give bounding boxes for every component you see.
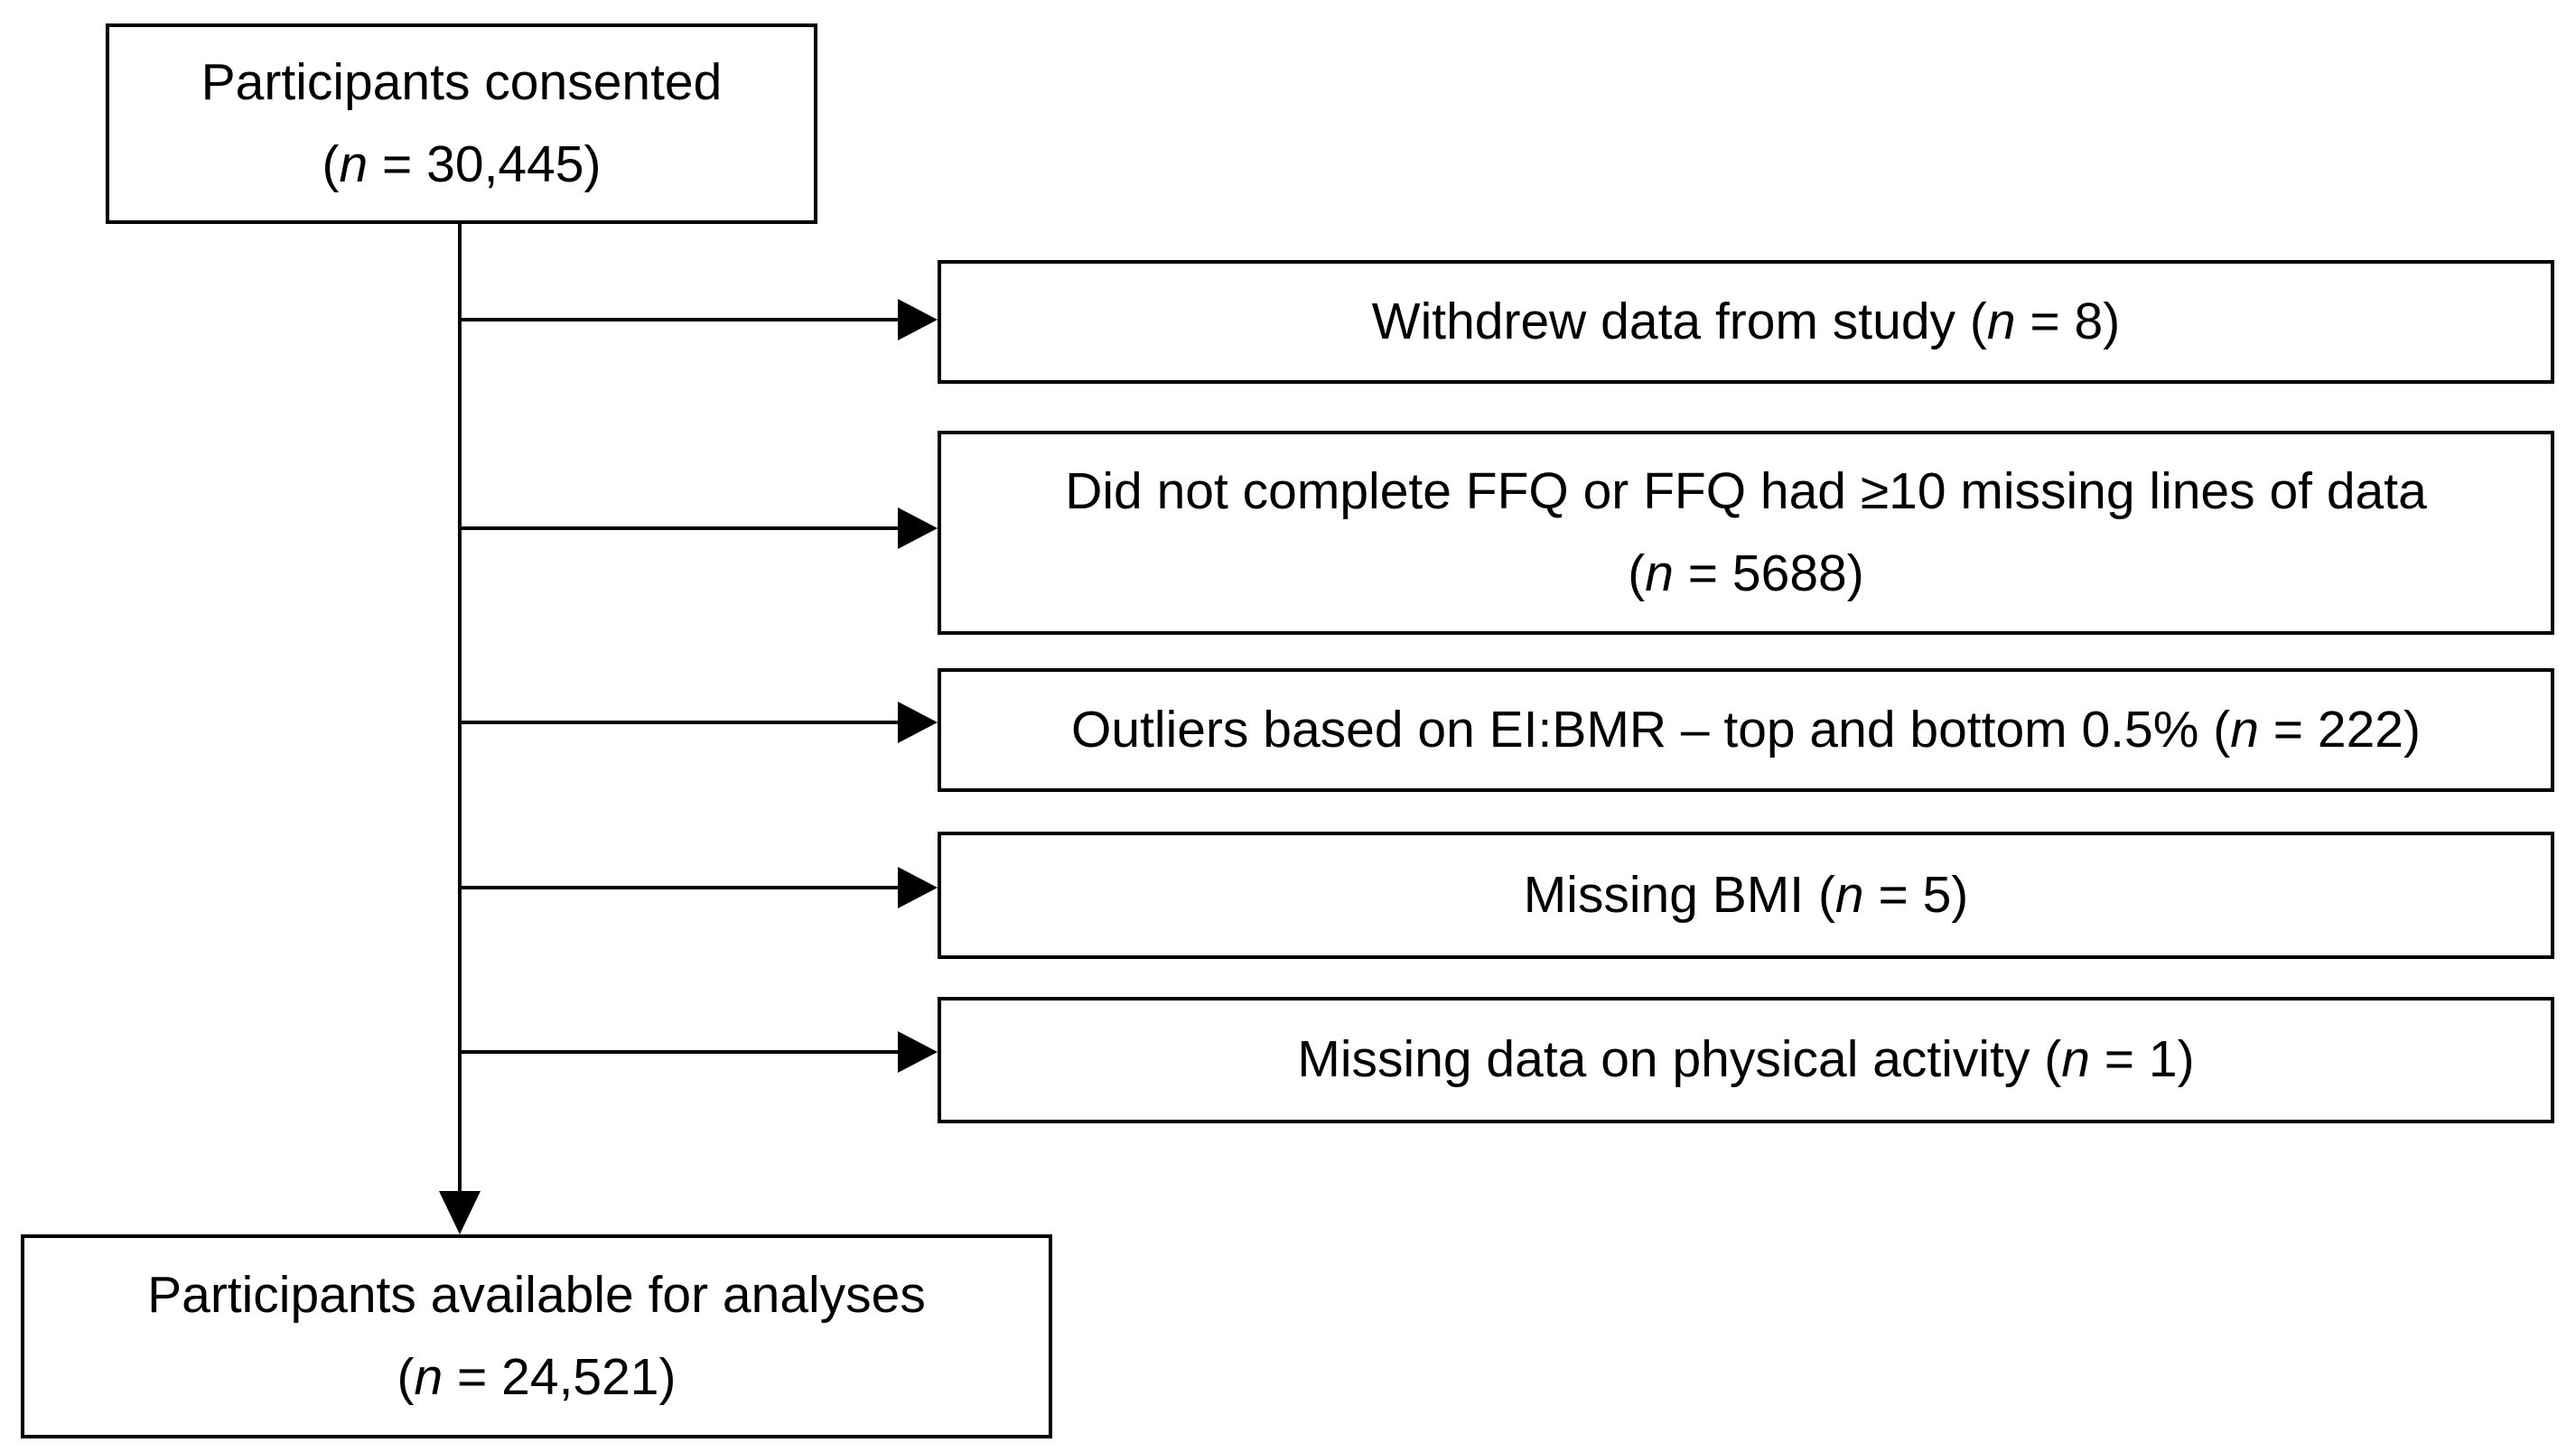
node-withdrew-data: Withdrew data from study (n = 8) bbox=[938, 260, 2554, 384]
text-after: = 5) bbox=[1863, 865, 1969, 924]
connector-vertical-line bbox=[458, 224, 462, 1192]
node-text: Outliers based on EI:BMR – top and botto… bbox=[1071, 689, 2421, 771]
node-participants-available: Participants available for analyses (n =… bbox=[21, 1234, 1052, 1438]
count-prefix: ( bbox=[1628, 544, 1646, 602]
arrow-exclusion-2-shaft bbox=[460, 526, 898, 530]
count-value: = 24,521) bbox=[443, 1348, 677, 1406]
count-n-symbol: n bbox=[1834, 865, 1864, 924]
count-n-symbol: n bbox=[414, 1348, 443, 1406]
text-before: Missing BMI ( bbox=[1523, 865, 1835, 924]
count-prefix: ( bbox=[322, 135, 340, 193]
count-n-symbol: n bbox=[1645, 544, 1674, 602]
arrowhead-right-icon bbox=[898, 702, 938, 743]
node-outliers-ei-bmr: Outliers based on EI:BMR – top and botto… bbox=[938, 668, 2554, 792]
node-title: Participants consented bbox=[201, 42, 723, 124]
count-n-symbol: n bbox=[1986, 292, 2016, 350]
line1-text: Did not complete FFQ or FFQ had ≥10 miss… bbox=[1065, 461, 2427, 520]
arrow-exclusion-1-shaft bbox=[460, 318, 898, 321]
node-text: Withdrew data from study (n = 8) bbox=[1372, 281, 2120, 363]
arrow-exclusion-5-shaft bbox=[460, 1050, 898, 1054]
count-value: = 5688) bbox=[1673, 544, 1864, 602]
count-value: = 30,445) bbox=[368, 135, 602, 193]
node-title: Participants available for analyses bbox=[147, 1254, 926, 1336]
node-text: Missing BMI (n = 5) bbox=[1524, 854, 1969, 936]
text-after: = 222) bbox=[2258, 700, 2421, 759]
title-text: Participants available for analyses bbox=[147, 1265, 926, 1324]
arrowhead-right-icon bbox=[898, 299, 938, 340]
arrowhead-right-icon bbox=[898, 1031, 938, 1073]
node-text: Missing data on physical activity (n = 1… bbox=[1297, 1019, 2194, 1101]
count-n-symbol: n bbox=[2230, 700, 2259, 759]
node-text-line1: Did not complete FFQ or FFQ had ≥10 miss… bbox=[1065, 451, 2427, 533]
node-participants-consented: Participants consented (n = 30,445) bbox=[106, 23, 817, 224]
count-prefix: ( bbox=[397, 1348, 415, 1406]
text-after: = 1) bbox=[2089, 1030, 2195, 1089]
arrowhead-right-icon bbox=[898, 867, 938, 908]
node-incomplete-ffq: Did not complete FFQ or FFQ had ≥10 miss… bbox=[938, 431, 2554, 635]
text-before: Withdrew data from study ( bbox=[1371, 292, 1987, 350]
node-count: (n = 5688) bbox=[1628, 533, 1863, 615]
text-after: = 8) bbox=[2015, 292, 2121, 350]
count-n-symbol: n bbox=[339, 135, 369, 193]
arrow-exclusion-3-shaft bbox=[460, 721, 898, 724]
arrowhead-down-icon bbox=[439, 1191, 481, 1234]
text-before: Missing data on physical activity ( bbox=[1297, 1030, 2062, 1089]
title-text: Participants consented bbox=[201, 52, 723, 111]
node-count: (n = 30,445) bbox=[322, 124, 602, 206]
count-n-symbol: n bbox=[2061, 1030, 2090, 1089]
node-missing-physical-activity: Missing data on physical activity (n = 1… bbox=[938, 997, 2554, 1123]
node-count: (n = 24,521) bbox=[397, 1336, 677, 1419]
arrowhead-right-icon bbox=[898, 507, 938, 549]
arrow-exclusion-4-shaft bbox=[460, 886, 898, 889]
text-before: Outliers based on EI:BMR – top and botto… bbox=[1071, 700, 2231, 759]
node-missing-bmi: Missing BMI (n = 5) bbox=[938, 832, 2554, 959]
